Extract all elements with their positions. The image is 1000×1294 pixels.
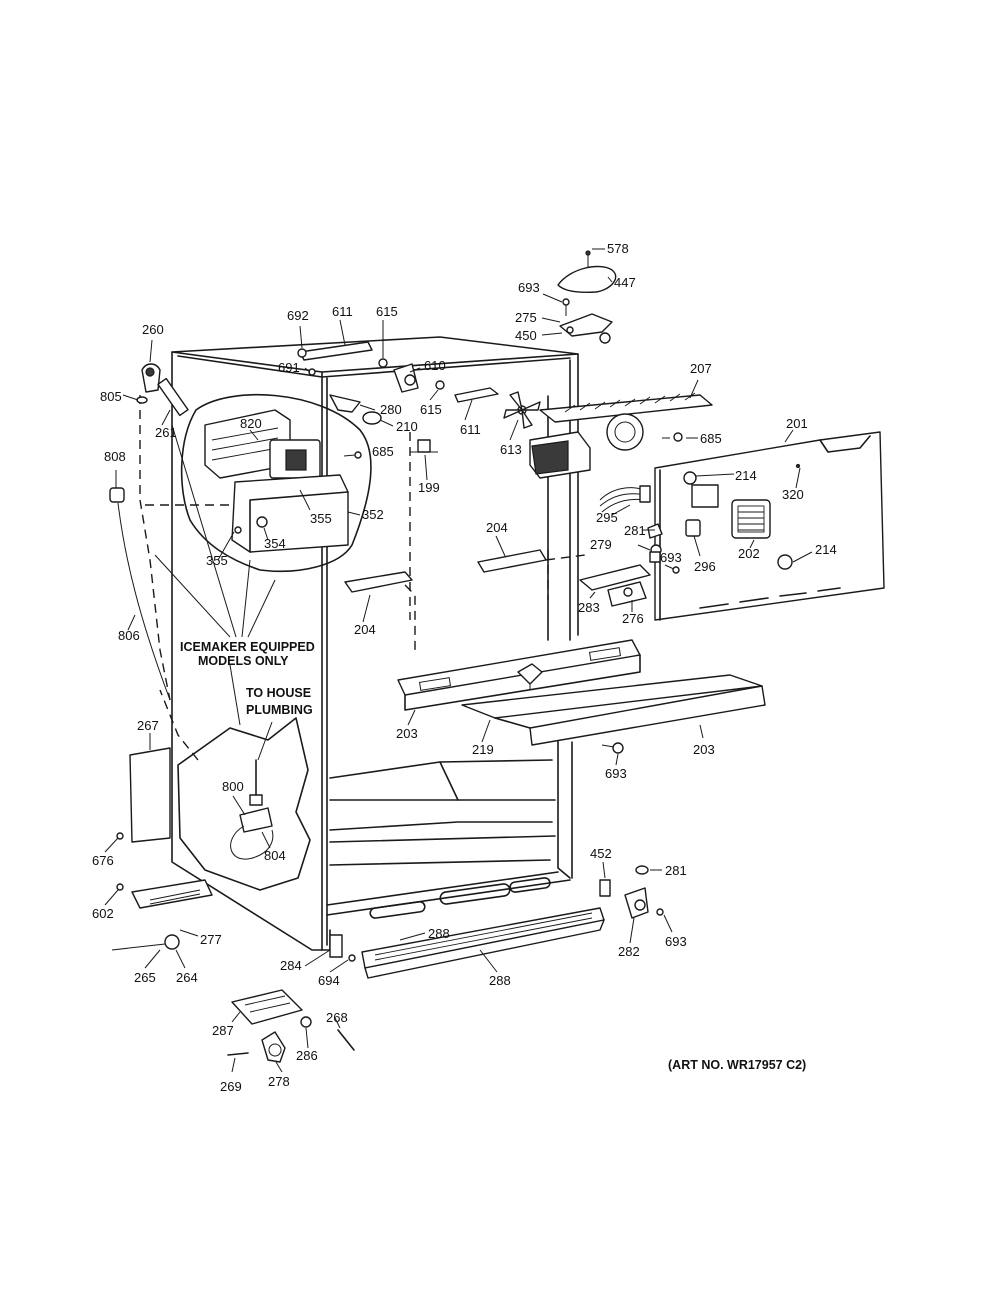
top-right-assembly bbox=[503, 250, 713, 479]
part-label: 261 bbox=[155, 425, 177, 440]
part-label: 694 bbox=[318, 973, 340, 988]
part-label: 804 bbox=[264, 848, 286, 863]
part-label: 203 bbox=[693, 742, 715, 757]
part-label: 214 bbox=[815, 542, 837, 557]
part-label: 265 bbox=[134, 970, 156, 985]
part-label: 354 bbox=[264, 536, 286, 551]
part-label: 260 bbox=[142, 322, 164, 337]
part-label: 355 bbox=[206, 553, 228, 568]
part-label: 282 bbox=[618, 944, 640, 959]
part-label: 820 bbox=[240, 416, 262, 431]
shelf-assembly bbox=[397, 639, 766, 746]
top-left-parts bbox=[297, 341, 499, 459]
part-label: 296 bbox=[694, 559, 716, 574]
part-label: 693 bbox=[665, 934, 687, 949]
part-label: 685 bbox=[700, 431, 722, 446]
part-label: 288 bbox=[428, 926, 450, 941]
part-label: 691 bbox=[278, 360, 300, 375]
part-label: 268 bbox=[326, 1010, 348, 1025]
wiring-295 bbox=[599, 485, 651, 513]
part-label: 352 bbox=[362, 507, 384, 522]
leader-lines bbox=[104, 248, 813, 1073]
part-label: 199 bbox=[418, 480, 440, 495]
part-label: 267 bbox=[137, 718, 159, 733]
part-label: 611 bbox=[460, 422, 481, 437]
thermostat-assembly bbox=[579, 523, 680, 607]
part-label: 355 bbox=[310, 511, 332, 526]
part-label: 283 bbox=[578, 600, 600, 615]
part-label: 806 bbox=[118, 628, 140, 643]
icemaker-note-line1: ICEMAKER EQUIPPED bbox=[180, 640, 315, 654]
plumbing-note-line2: PLUMBING bbox=[246, 703, 313, 717]
part-label: 295 bbox=[596, 510, 618, 525]
icemaker-parts bbox=[109, 363, 349, 701]
lower-right-parts bbox=[599, 865, 664, 919]
part-label: 219 bbox=[472, 742, 494, 757]
part-label: 450 bbox=[515, 328, 537, 343]
part-label: 276 bbox=[622, 611, 644, 626]
part-label: 613 bbox=[500, 442, 522, 457]
part-label: 286 bbox=[296, 1048, 318, 1063]
part-label: 447 bbox=[614, 275, 636, 290]
control-panel-201 bbox=[654, 431, 885, 621]
part-label: 610 bbox=[424, 358, 446, 373]
part-label: 281 bbox=[665, 863, 687, 878]
part-label: 264 bbox=[176, 970, 198, 985]
part-label: 204 bbox=[486, 520, 508, 535]
part-number-labels: 578 447 693 275 450 207 685 201 214 320 … bbox=[92, 241, 837, 1094]
part-label: 685 bbox=[372, 444, 394, 459]
part-label: 615 bbox=[376, 304, 398, 319]
part-label: 808 bbox=[104, 449, 126, 464]
bottom-parts bbox=[227, 989, 355, 1063]
part-label: 452 bbox=[590, 846, 612, 861]
part-label: 602 bbox=[92, 906, 114, 921]
water-valve bbox=[230, 759, 274, 860]
fan-blade bbox=[503, 391, 541, 429]
plumbing-note-line1: TO HOUSE bbox=[246, 686, 311, 700]
part-label: 287 bbox=[212, 1023, 234, 1038]
bracket-204-right bbox=[477, 549, 547, 573]
part-label: 288 bbox=[489, 973, 511, 988]
icemaker-note-line2: MODELS ONLY bbox=[198, 654, 289, 668]
part-label: 320 bbox=[782, 487, 804, 502]
part-label: 207 bbox=[690, 361, 712, 376]
part-label: 279 bbox=[590, 537, 612, 552]
part-label: 692 bbox=[287, 308, 309, 323]
part-label: 275 bbox=[515, 310, 537, 325]
part-label: 578 bbox=[607, 241, 629, 256]
part-label: 204 bbox=[354, 622, 376, 637]
part-label: 202 bbox=[738, 546, 760, 561]
grille-288 bbox=[361, 907, 605, 979]
part-label: 676 bbox=[92, 853, 114, 868]
bracket-204-left bbox=[344, 571, 413, 593]
part-label: 201 bbox=[786, 416, 808, 431]
part-label: 281 bbox=[624, 523, 646, 538]
part-label: 278 bbox=[268, 1074, 290, 1089]
part-label: 284 bbox=[280, 958, 302, 973]
part-label: 280 bbox=[380, 402, 402, 417]
part-label: 693 bbox=[518, 280, 540, 295]
part-label: 800 bbox=[222, 779, 244, 794]
part-label: 693 bbox=[660, 550, 682, 565]
art-number: (ART NO. WR17957 C2) bbox=[668, 1058, 806, 1072]
part-label: 214 bbox=[735, 468, 757, 483]
part-label: 210 bbox=[396, 419, 418, 434]
part-label: 611 bbox=[332, 304, 353, 319]
part-label: 277 bbox=[200, 932, 222, 947]
lower-left-parts bbox=[111, 747, 356, 962]
part-label: 693 bbox=[605, 766, 627, 781]
icemaker-bubble-upper bbox=[180, 393, 372, 573]
part-label: 203 bbox=[396, 726, 418, 741]
part-label: 615 bbox=[420, 402, 442, 417]
part-label: 805 bbox=[100, 389, 122, 404]
plumbing-bubble bbox=[177, 717, 311, 891]
part-label: 269 bbox=[220, 1079, 242, 1094]
